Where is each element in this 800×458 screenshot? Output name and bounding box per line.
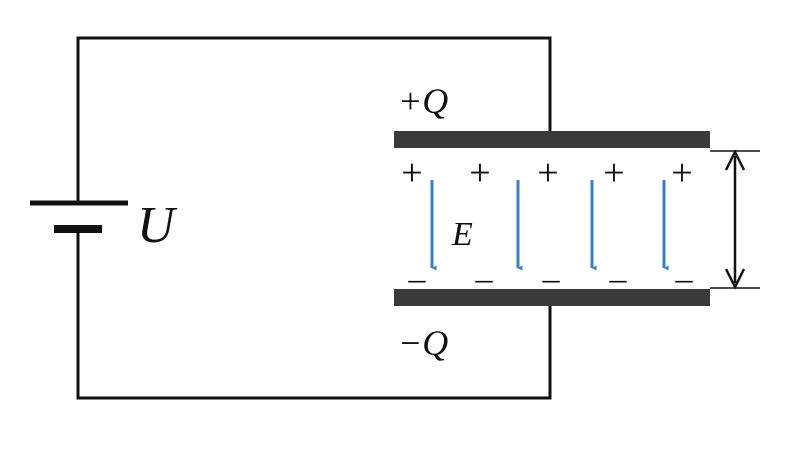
separation-arrowhead-bottom (724, 268, 746, 290)
bottom-charge-label: −Q (398, 323, 448, 363)
plus-sign: + (671, 152, 692, 194)
plus-sign: + (603, 152, 624, 194)
bottom-plate-charges: _ _ _ _ _ (408, 249, 694, 286)
plus-sign: + (401, 152, 422, 194)
field-label: E (451, 216, 473, 253)
plus-sign: + (537, 152, 558, 194)
minus-sign: _ (675, 249, 694, 286)
minus-sign: _ (609, 249, 628, 286)
top-plate (394, 131, 710, 148)
field-arrows (430, 180, 669, 271)
minus-sign: _ (475, 249, 494, 286)
plus-sign: + (469, 152, 490, 194)
top-charge-label: +Q (398, 81, 448, 121)
minus-sign: _ (542, 249, 561, 286)
circuit-wire (76, 36, 552, 202)
circuit-wire-bottom (76, 228, 552, 400)
minus-sign: _ (408, 249, 427, 286)
separation-arrowhead-top (724, 149, 746, 171)
voltage-label: U (137, 197, 178, 254)
bottom-plate (394, 289, 710, 306)
top-plate-charges: + + + + + (401, 152, 692, 194)
